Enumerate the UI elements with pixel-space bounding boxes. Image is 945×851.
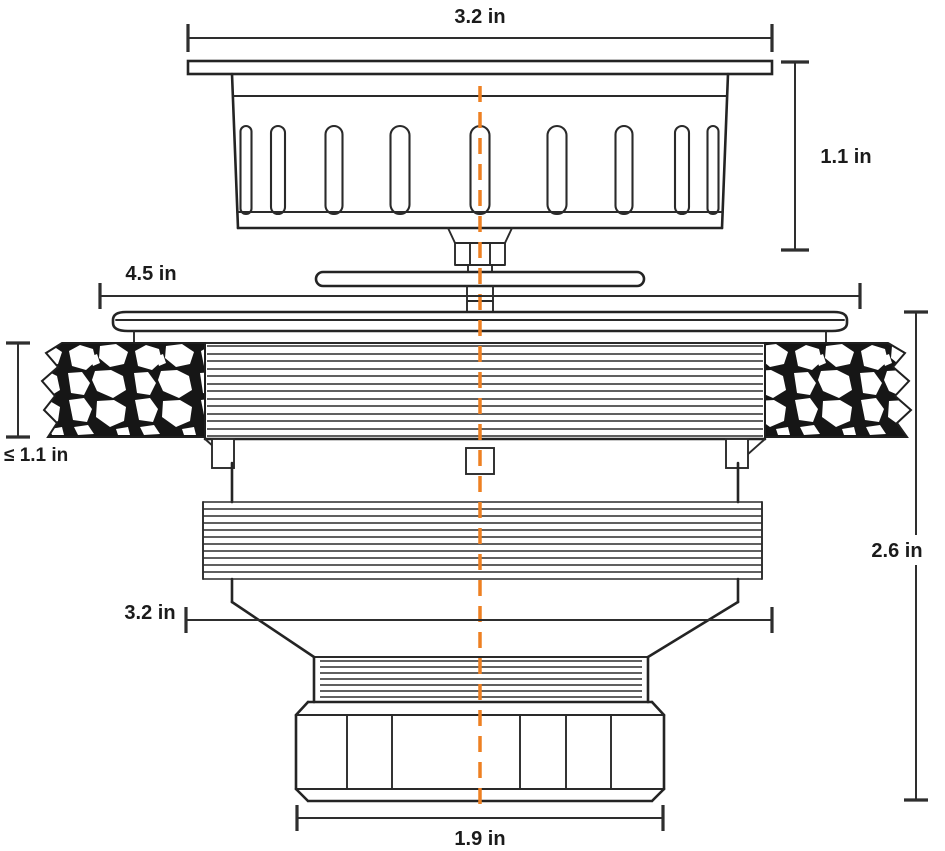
thread-stack-sides <box>202 501 763 580</box>
dim-locknut-width: 1.9 in <box>295 805 665 850</box>
dim-flange-width: 4.5 in <box>98 263 862 309</box>
body-threads <box>203 501 762 580</box>
dim-label-body-top-width: 3.2 in <box>124 602 175 624</box>
upper-threaded-shank <box>204 342 766 439</box>
dim-label-backing <box>858 535 934 565</box>
dim-body-height: 2.6 in <box>858 310 934 802</box>
drain-body <box>202 437 767 704</box>
dim-label-strainer-height: 1.1 in <box>820 146 871 168</box>
mount-tab-left <box>211 438 235 469</box>
dim-deck-thickness: ≤ 1.1 in <box>4 341 68 466</box>
body-lower-sides <box>230 577 740 604</box>
basket-body-sides <box>230 72 730 230</box>
dim-label-deck-thickness: ≤ 1.1 in <box>4 445 68 466</box>
dim-body-top-width: 3.2 in <box>124 602 774 633</box>
dim-label-body-height: 2.6 in <box>871 540 922 562</box>
dim-label-locknut-width: 1.9 in <box>454 828 505 850</box>
locknut-sides <box>294 713 666 791</box>
sink-deck-left <box>40 342 206 438</box>
dim-label-flange-width: 4.5 in <box>125 263 176 285</box>
flange-washer <box>133 330 827 344</box>
locknut-top-chamfers <box>294 700 666 717</box>
body-upper-sides <box>230 461 740 504</box>
sink-deck-right <box>764 342 913 438</box>
locknut-facets <box>346 714 612 790</box>
dim-strainer-height: 1.1 in <box>781 60 872 252</box>
basket-rim <box>186 59 774 76</box>
dim-label-strainer-top-width: 3.2 in <box>454 6 505 28</box>
shank-threads <box>207 345 763 437</box>
body-taper <box>230 600 740 659</box>
neck-sides <box>312 655 650 704</box>
dim-strainer-top-width: 3.2 in <box>186 6 774 52</box>
